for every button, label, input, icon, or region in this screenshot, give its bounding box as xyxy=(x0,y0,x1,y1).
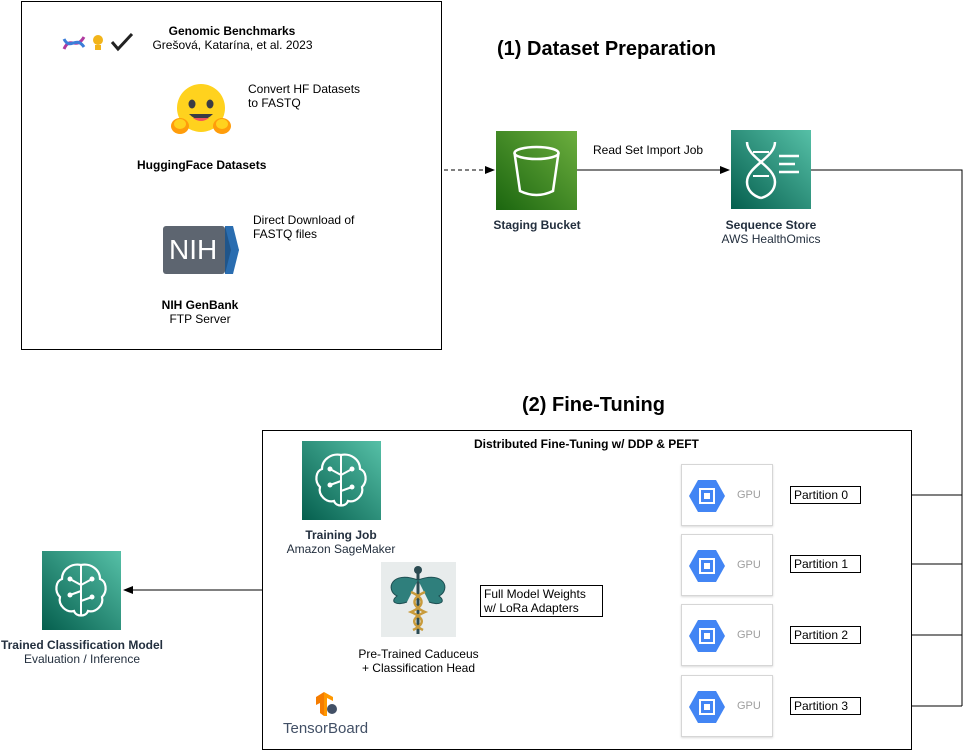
nih-edge-label-line2: FASTQ files xyxy=(253,227,318,241)
sagemaker-icon xyxy=(302,441,381,520)
sequence-store-label: Sequence Store xyxy=(725,218,817,232)
gpu-icon xyxy=(689,691,725,723)
healthomics-icon xyxy=(731,130,811,209)
tensorboard-label: TensorBoard xyxy=(283,720,369,737)
partition-2-label: Partition 2 xyxy=(790,626,861,644)
gpu-card-1: GPU xyxy=(681,534,773,596)
nih-logo-text: NIH xyxy=(169,234,218,265)
dataset-preparation-heading: (1) Dataset Preparation xyxy=(497,38,716,60)
gpu-card-0: GPU xyxy=(681,464,773,526)
store-to-partitions-edge xyxy=(811,169,963,706)
nih-edge-label-line1: Direct Download of xyxy=(253,213,355,227)
hf-edge-label-line2: to FASTQ xyxy=(248,96,301,110)
gpu-icon xyxy=(689,620,725,652)
genomic-benchmarks-logos xyxy=(62,31,136,53)
partition-0-label: Partition 0 xyxy=(790,486,861,504)
genomic-benchmarks-citation: Grešová, Katarína, et al. 2023 xyxy=(152,38,313,52)
gpu-label: GPU xyxy=(737,559,761,571)
gpu-label: GPU xyxy=(737,700,761,712)
hf-edge-label-line1: Convert HF Datasets xyxy=(248,82,361,96)
trained-model-sublabel: Evaluation / Inference xyxy=(23,652,141,666)
trophy-icon xyxy=(93,35,103,45)
huggingface-label: HuggingFace Datasets xyxy=(137,158,267,172)
data-sources-box xyxy=(21,1,442,350)
nih-logo: NIH xyxy=(163,226,239,274)
gpu-card-2: GPU xyxy=(681,604,773,666)
gpu-icon xyxy=(689,550,725,582)
training-job-label: Training Job xyxy=(305,528,377,542)
caduceus-icon xyxy=(381,562,456,637)
partition-3-label: Partition 3 xyxy=(790,697,861,715)
gpu-label: GPU xyxy=(737,629,761,641)
sequence-store-sublabel: AWS HealthOmics xyxy=(721,232,821,246)
weights-label-line2: w/ LoRa Adapters xyxy=(484,601,579,615)
huggingface-icon xyxy=(170,82,232,140)
training-job-sublabel: Amazon SageMaker xyxy=(286,542,396,556)
weights-edge-label: Full Model Weights w/ LoRa Adapters xyxy=(480,585,603,617)
trained-model-icon xyxy=(42,551,121,630)
fine-tuning-heading: (2) Fine-Tuning xyxy=(522,394,665,416)
gpu-card-3: GPU xyxy=(681,675,773,737)
partition-1-label: Partition 1 xyxy=(790,555,861,573)
caduceus-label-line1: Pre-Trained Caduceus xyxy=(358,647,479,661)
import-edge-label: Read Set Import Job xyxy=(593,143,704,157)
staging-bucket-label: Staging Bucket xyxy=(493,218,581,232)
gpu-icon xyxy=(689,480,725,512)
fine-tuning-box-title: Distributed Fine-Tuning w/ DDP & PEFT xyxy=(474,437,699,451)
checkmark-icon xyxy=(110,32,134,52)
nih-sublabel: FTP Server xyxy=(169,312,231,326)
nih-label: NIH GenBank xyxy=(161,298,239,312)
s3-bucket-icon xyxy=(496,131,577,210)
trained-model-label: Trained Classification Model xyxy=(0,638,164,652)
caduceus-label-line2: + Classification Head xyxy=(361,661,476,675)
tensorboard-icon xyxy=(312,691,338,717)
weights-label-line1: Full Model Weights xyxy=(484,587,586,601)
gpu-label: GPU xyxy=(737,489,761,501)
genomic-benchmarks-title: Genomic Benchmarks xyxy=(168,24,296,38)
